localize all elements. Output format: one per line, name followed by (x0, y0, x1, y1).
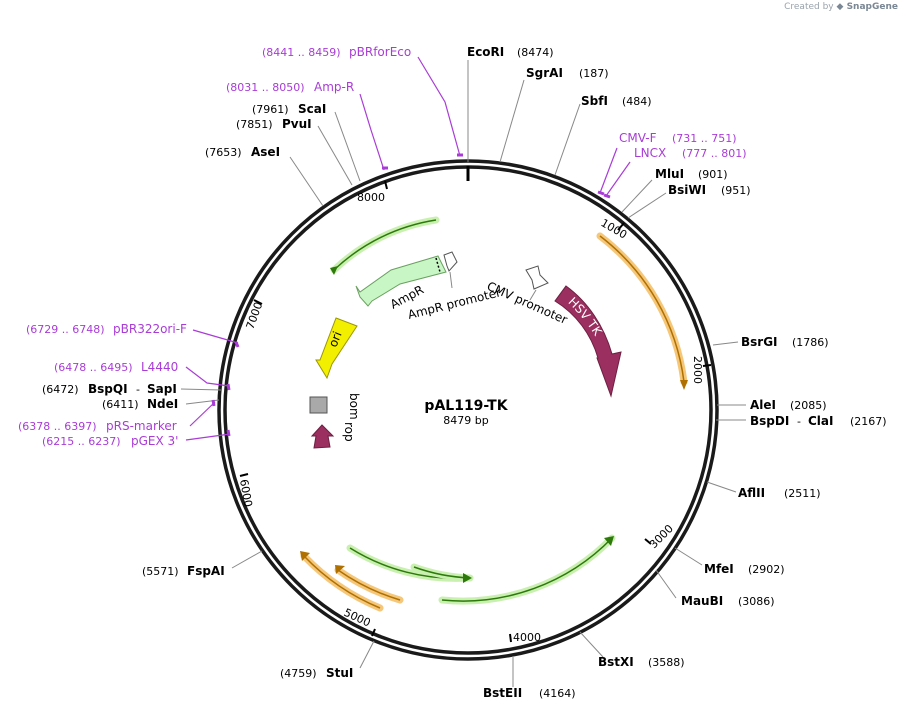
primer-prsmarker-range: (6378 .. 6397) (18, 420, 97, 433)
primer-pbr322orif-range: (6729 .. 6748) (26, 323, 105, 336)
enzyme-sbfi-name: SbfI (581, 94, 608, 108)
enzyme-mlui-name: MluI (655, 167, 684, 181)
tick-label-7000: 7000 (244, 300, 266, 331)
hsv-tk-label-path: HSV TK (566, 295, 606, 339)
enzyme-sbfi-pos: (484) (622, 95, 652, 108)
hsv-tk-arrow (554, 285, 622, 398)
ampr-dots (435, 257, 441, 273)
snapgene-logo: ◆ SnapGene (836, 2, 898, 12)
primer-cmvf-name: CMV-F (619, 131, 657, 145)
primer-pbrforeco-range: (8441 .. 8459) (262, 46, 341, 59)
cmv-promoter-label: CMV promoter (485, 279, 570, 327)
tick-label-3000: 3000 (647, 522, 676, 551)
scale-ticks (239, 180, 712, 643)
enzyme-mlui-pos: (901) (698, 168, 728, 181)
credit-brand: SnapGene (846, 2, 898, 12)
enzyme-bspqi-name: BspQI (88, 382, 128, 396)
enzyme-bspdi-name: BspDI (750, 414, 789, 428)
plasmid-length: 8479 bp (443, 414, 488, 427)
credit-prefix: Created by (784, 2, 834, 12)
bom-box (309, 396, 328, 414)
enzyme-alei-name: AleI (750, 398, 776, 412)
primer-ampr-name: Amp-R (314, 80, 354, 94)
enzyme-sgrai-name: SgrAI (526, 66, 563, 80)
enzyme-bspqi-pos: (6472) (42, 383, 79, 396)
ori-arrow (315, 317, 358, 380)
enzyme-bsteii-pos: (4164) (539, 687, 576, 700)
enzyme-stui-pos: (4759) (280, 667, 317, 680)
primer-pbrforeco-name: pBRforEco (349, 45, 411, 59)
enzyme-bsteii-name: BstEII (483, 686, 522, 700)
rop-arrow (310, 424, 335, 449)
tick-label-8000: 8000 (357, 191, 385, 204)
enzyme-bspqi-sep: - (136, 383, 140, 396)
orange-arrowheads (300, 380, 688, 574)
enzyme-sapi-name: SapI (147, 382, 177, 396)
enzyme-mfei-name: MfeI (704, 562, 734, 576)
ampr-promoter-arrow (443, 251, 458, 272)
orange-features (300, 232, 688, 612)
enzyme-aflii-name: AflII (738, 486, 765, 500)
primer-connectors (185, 56, 631, 441)
enzyme-ecori-pos: (8474) (517, 46, 554, 59)
enzyme-alei-pos: (2085) (790, 399, 827, 412)
tick-label-6000: 6000 (237, 478, 255, 508)
plasmid-name: pAL119-TK (424, 398, 508, 414)
primer-l4440-range: (6478 .. 6495) (54, 361, 133, 374)
enzyme-asei-pos: (7653) (205, 146, 242, 159)
tick-label-2000: 2000 (691, 356, 704, 384)
enzyme-bsrgi-name: BsrGI (741, 335, 778, 349)
enzyme-ecori-name: EcoRI (467, 45, 504, 59)
enzyme-ndei-pos: (6411) (102, 398, 139, 411)
enzyme-ndei-name: NdeI (147, 397, 178, 411)
primer-pbr322orif-name: pBR322ori-F (113, 322, 187, 336)
primer-prsmarker-name: pRS-marker (106, 419, 177, 433)
primer-marks (211, 153, 611, 437)
ori-label: ori (326, 329, 345, 349)
orange-feature-arc-left-1 (334, 566, 404, 604)
enzyme-scai-pos: (7961) (252, 103, 289, 116)
enzyme-maubi-pos: (3086) (738, 595, 775, 608)
enzyme-labels: EcoRI (8474) SgrAI (187) SbfI (484) MluI… (42, 45, 887, 700)
primer-lncx-range: (777 .. 801) (682, 147, 747, 160)
enzyme-pvui-pos: (7851) (236, 118, 273, 131)
primer-l4440-name: L4440 (141, 360, 178, 374)
enzyme-fspai-pos: (5571) (142, 565, 179, 578)
enzyme-connectors (180, 60, 746, 687)
green-arrowheads (330, 266, 614, 583)
primer-ampr-range: (8031 .. 8050) (226, 81, 305, 94)
enzyme-fspai-name: FspAI (187, 564, 225, 578)
enzyme-maubi-name: MauBI (681, 594, 723, 608)
hsv-tk-label: HSV TK (566, 295, 606, 339)
primer-lncx-name: LNCX (634, 146, 666, 160)
primer-pgex3-name: pGEX 3' (131, 434, 178, 448)
enzyme-asei-name: AseI (251, 145, 280, 159)
tick-label-4000: 4000 (513, 631, 541, 644)
enzyme-sgrai-pos: (187) (579, 67, 609, 80)
enzyme-clai-name: ClaI (808, 414, 833, 428)
enzyme-stui-name: StuI (326, 666, 353, 680)
cmv-promoter-leader (529, 289, 537, 301)
enzyme-bspdi-sep: - (797, 415, 801, 428)
bom-label: bom (347, 393, 361, 420)
enzyme-bsiwi-pos: (951) (721, 184, 751, 197)
enzyme-aflii-pos: (2511) (784, 487, 821, 500)
enzyme-bstxi-pos: (3588) (648, 656, 685, 669)
primer-pgex3-range: (6215 .. 6237) (42, 435, 121, 448)
primer-cmvf-range: (731 .. 751) (672, 132, 737, 145)
enzyme-bsrgi-pos: (1786) (792, 336, 829, 349)
ampr-arrow (355, 255, 447, 307)
ampr-promoter-leader (449, 271, 453, 289)
enzyme-pvui-name: PvuI (282, 117, 312, 131)
cmv-promoter-arrow (525, 265, 549, 290)
primer-labels: (8441 .. 8459) pBRforEco (8031 .. 8050) … (18, 45, 747, 448)
enzyme-bspdi-pos: (2167) (850, 415, 887, 428)
enzyme-scai-name: ScaI (298, 102, 326, 116)
rop-label: rop (342, 422, 356, 442)
enzyme-mfei-pos: (2902) (748, 563, 785, 576)
enzyme-bsiwi-name: BsiWI (668, 183, 706, 197)
snapgene-credit: Created by ◆ SnapGene (784, 2, 898, 12)
enzyme-bstxi-name: BstXI (598, 655, 634, 669)
